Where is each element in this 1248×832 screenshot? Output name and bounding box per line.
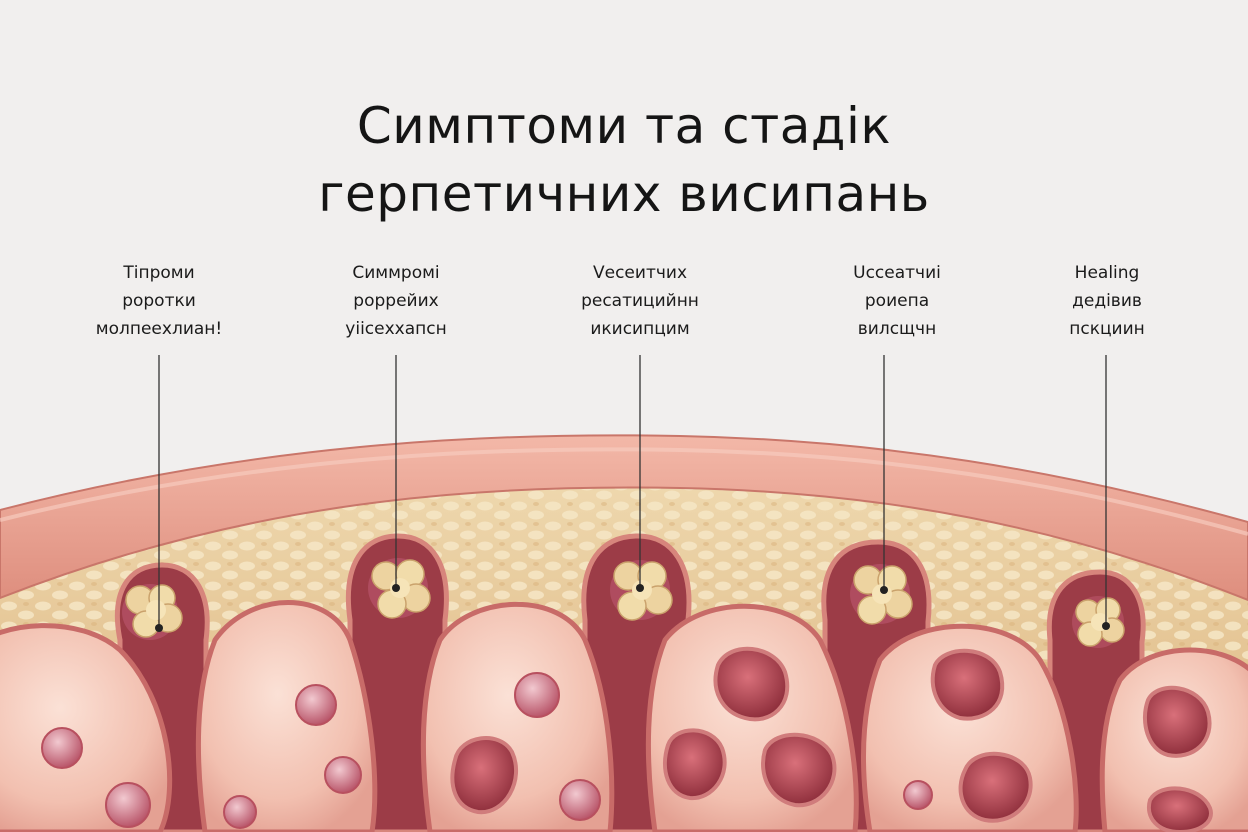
stage-5-line-3: пскциин xyxy=(1069,319,1145,339)
stage-3-line-1: Vесеитчих xyxy=(593,263,687,283)
vesicle-cluster-1 xyxy=(122,584,183,640)
stage-4-line-3: вилсщчн xyxy=(857,319,937,339)
stage-label-1: Тіпроми роротки молпеехлиан! xyxy=(44,259,274,343)
cell-2 xyxy=(195,600,378,832)
stage-2-line-2: роррейих xyxy=(353,291,439,311)
stage-4-line-2: роиепа xyxy=(864,291,930,311)
stage-5-line-2: дедівив xyxy=(1072,291,1142,311)
epidermis-highlight xyxy=(0,447,1248,536)
page-title: Симптоми та стадік герпетичних висипань xyxy=(0,92,1248,228)
title-line-2: герпетичних висипань xyxy=(318,164,930,223)
stage-label-4: Uссеатчиі роиепа вилсщчн xyxy=(782,259,1012,343)
stage-1-line-3: молпеехлиан! xyxy=(95,319,223,339)
stage-2-line-3: уiісехxапсн xyxy=(345,319,447,339)
stage-1-line-1: Тіпроми xyxy=(123,263,195,283)
cell-cavities xyxy=(450,646,1213,832)
stage-2-line-1: Симмромі xyxy=(352,263,440,283)
vesicle-cluster-4 xyxy=(850,564,913,625)
stage-4-line-1: Uссеатчиі xyxy=(853,263,941,283)
cell-nuclei xyxy=(41,672,933,829)
stage-label-2: Симмромі роррейих уiісехxапсн xyxy=(281,259,511,343)
stage-label-3: Vесеитчих ресатицийнн икисипцим xyxy=(525,259,755,343)
stage-label-5: Healing дедівив пскциин xyxy=(992,259,1222,343)
stage-1-line-2: роротки xyxy=(122,291,196,311)
leader-dots xyxy=(155,584,1110,632)
stage-3-line-3: икисипцим xyxy=(590,319,690,339)
vesicle-cluster-5 xyxy=(1072,596,1125,648)
stage-5-line-1: Healing xyxy=(1074,263,1140,283)
stage-3-line-2: ресатицийнн xyxy=(581,291,699,311)
cell-1 xyxy=(0,623,173,832)
epidermis-band xyxy=(0,434,1248,602)
leader-lines xyxy=(158,355,1107,628)
title-line-1: Симптоми та стадік xyxy=(356,96,892,155)
